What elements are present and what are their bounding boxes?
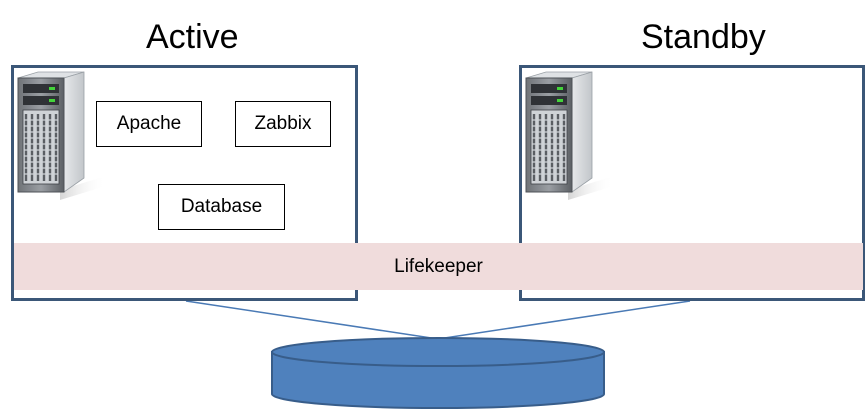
apache-service-box: Apache	[96, 101, 202, 147]
standby-node-title: Standby	[641, 18, 766, 56]
zabbix-service-box: Zabbix	[235, 101, 331, 147]
server-tower-icon	[525, 71, 614, 200]
active-storage-link	[185, 300, 439, 340]
lifekeeper-cluster-band: Lifekeeper	[14, 243, 863, 290]
database-service-box: Database	[158, 184, 285, 230]
active-node-title: Active	[146, 18, 239, 56]
standby-storage-link	[437, 300, 691, 340]
server-tower-icon	[17, 71, 106, 200]
